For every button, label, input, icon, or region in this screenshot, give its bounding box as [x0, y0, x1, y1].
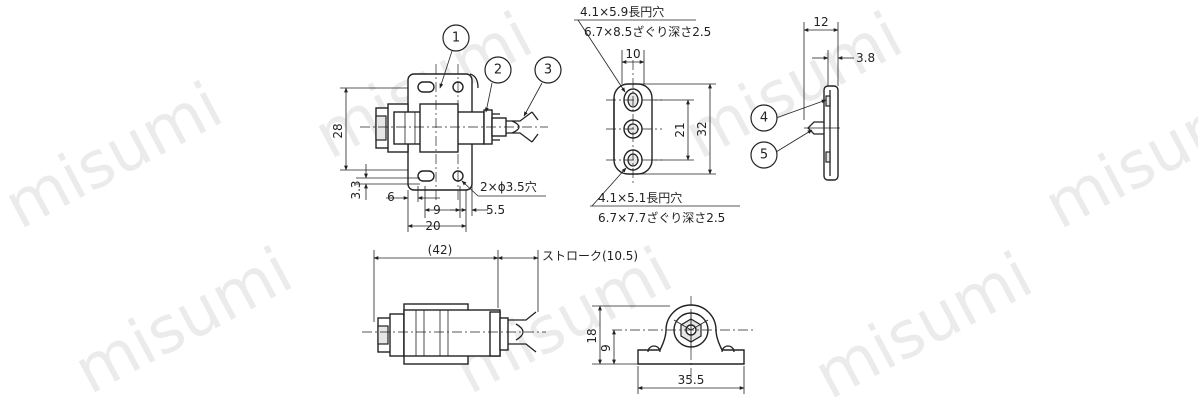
dim-9-end: 9: [599, 344, 613, 352]
hole-note-2x3-5: 2×ϕ3.5穴: [480, 179, 537, 194]
end-view: [612, 296, 756, 378]
dim-21: 21: [673, 122, 687, 137]
plate-view-dimensions: 4.1×5.9長円穴 6.7×8.5ざぐり深さ2.5 10 21 32 4.1×…: [574, 4, 740, 225]
dim-3-8: 3.8: [856, 51, 875, 65]
svg-text:5: 5: [760, 148, 768, 163]
dim-9: 9: [433, 203, 441, 217]
top-view-dimensions: 28 3.3 6 9 20 5.5 2×ϕ3.5穴: [331, 87, 546, 233]
dim-6: 6: [387, 190, 395, 204]
watermark: misumi: [63, 234, 304, 402]
dim-32: 32: [695, 121, 709, 136]
balloon-3: 3: [523, 56, 562, 117]
note-upper-slot: 4.1×5.9長円穴: [580, 4, 664, 19]
svg-text:4: 4: [760, 111, 768, 126]
stroke-label: ストローク(10.5): [542, 249, 638, 263]
balloon-4: 4: [750, 104, 778, 132]
dim-10: 10: [625, 47, 640, 61]
dim-3-3: 3.3: [349, 180, 363, 199]
dim-5-5: 5.5: [486, 203, 505, 217]
balloon-5: 5: [750, 141, 778, 169]
watermark: misumi: [0, 69, 234, 244]
bottom-view: [362, 303, 546, 365]
svg-text:2: 2: [494, 63, 502, 78]
dim-42: (42): [428, 243, 453, 257]
dim-20: 20: [425, 219, 440, 233]
watermark: misumi: [1033, 69, 1198, 244]
dim-18: 18: [585, 328, 599, 343]
top-view: [360, 64, 548, 202]
svg-text:1: 1: [452, 31, 460, 46]
svg-text:3: 3: [544, 63, 552, 78]
dim-28: 28: [331, 123, 345, 138]
plate-view: [606, 60, 662, 184]
note-lower-counterbore: 6.7×7.7ざぐり深さ2.5: [598, 210, 725, 225]
bottom-view-dimensions: (42) ストローク(10.5): [373, 243, 638, 322]
watermark: misumi: [803, 239, 1044, 402]
side-view: [804, 85, 840, 181]
note-lower-slot: 4.1×5.1長円穴: [598, 190, 682, 205]
balloon-1: 1: [439, 24, 470, 89]
dim-35-5: 35.5: [678, 373, 705, 387]
balloon-2: 2: [484, 56, 512, 113]
dim-12: 12: [813, 15, 828, 29]
end-view-dimensions: 18 9 35.5: [585, 305, 745, 394]
side-view-dimensions: 12 3.8: [775, 15, 875, 153]
note-upper-counterbore: 6.7×8.5ざぐり深さ2.5: [584, 24, 711, 39]
